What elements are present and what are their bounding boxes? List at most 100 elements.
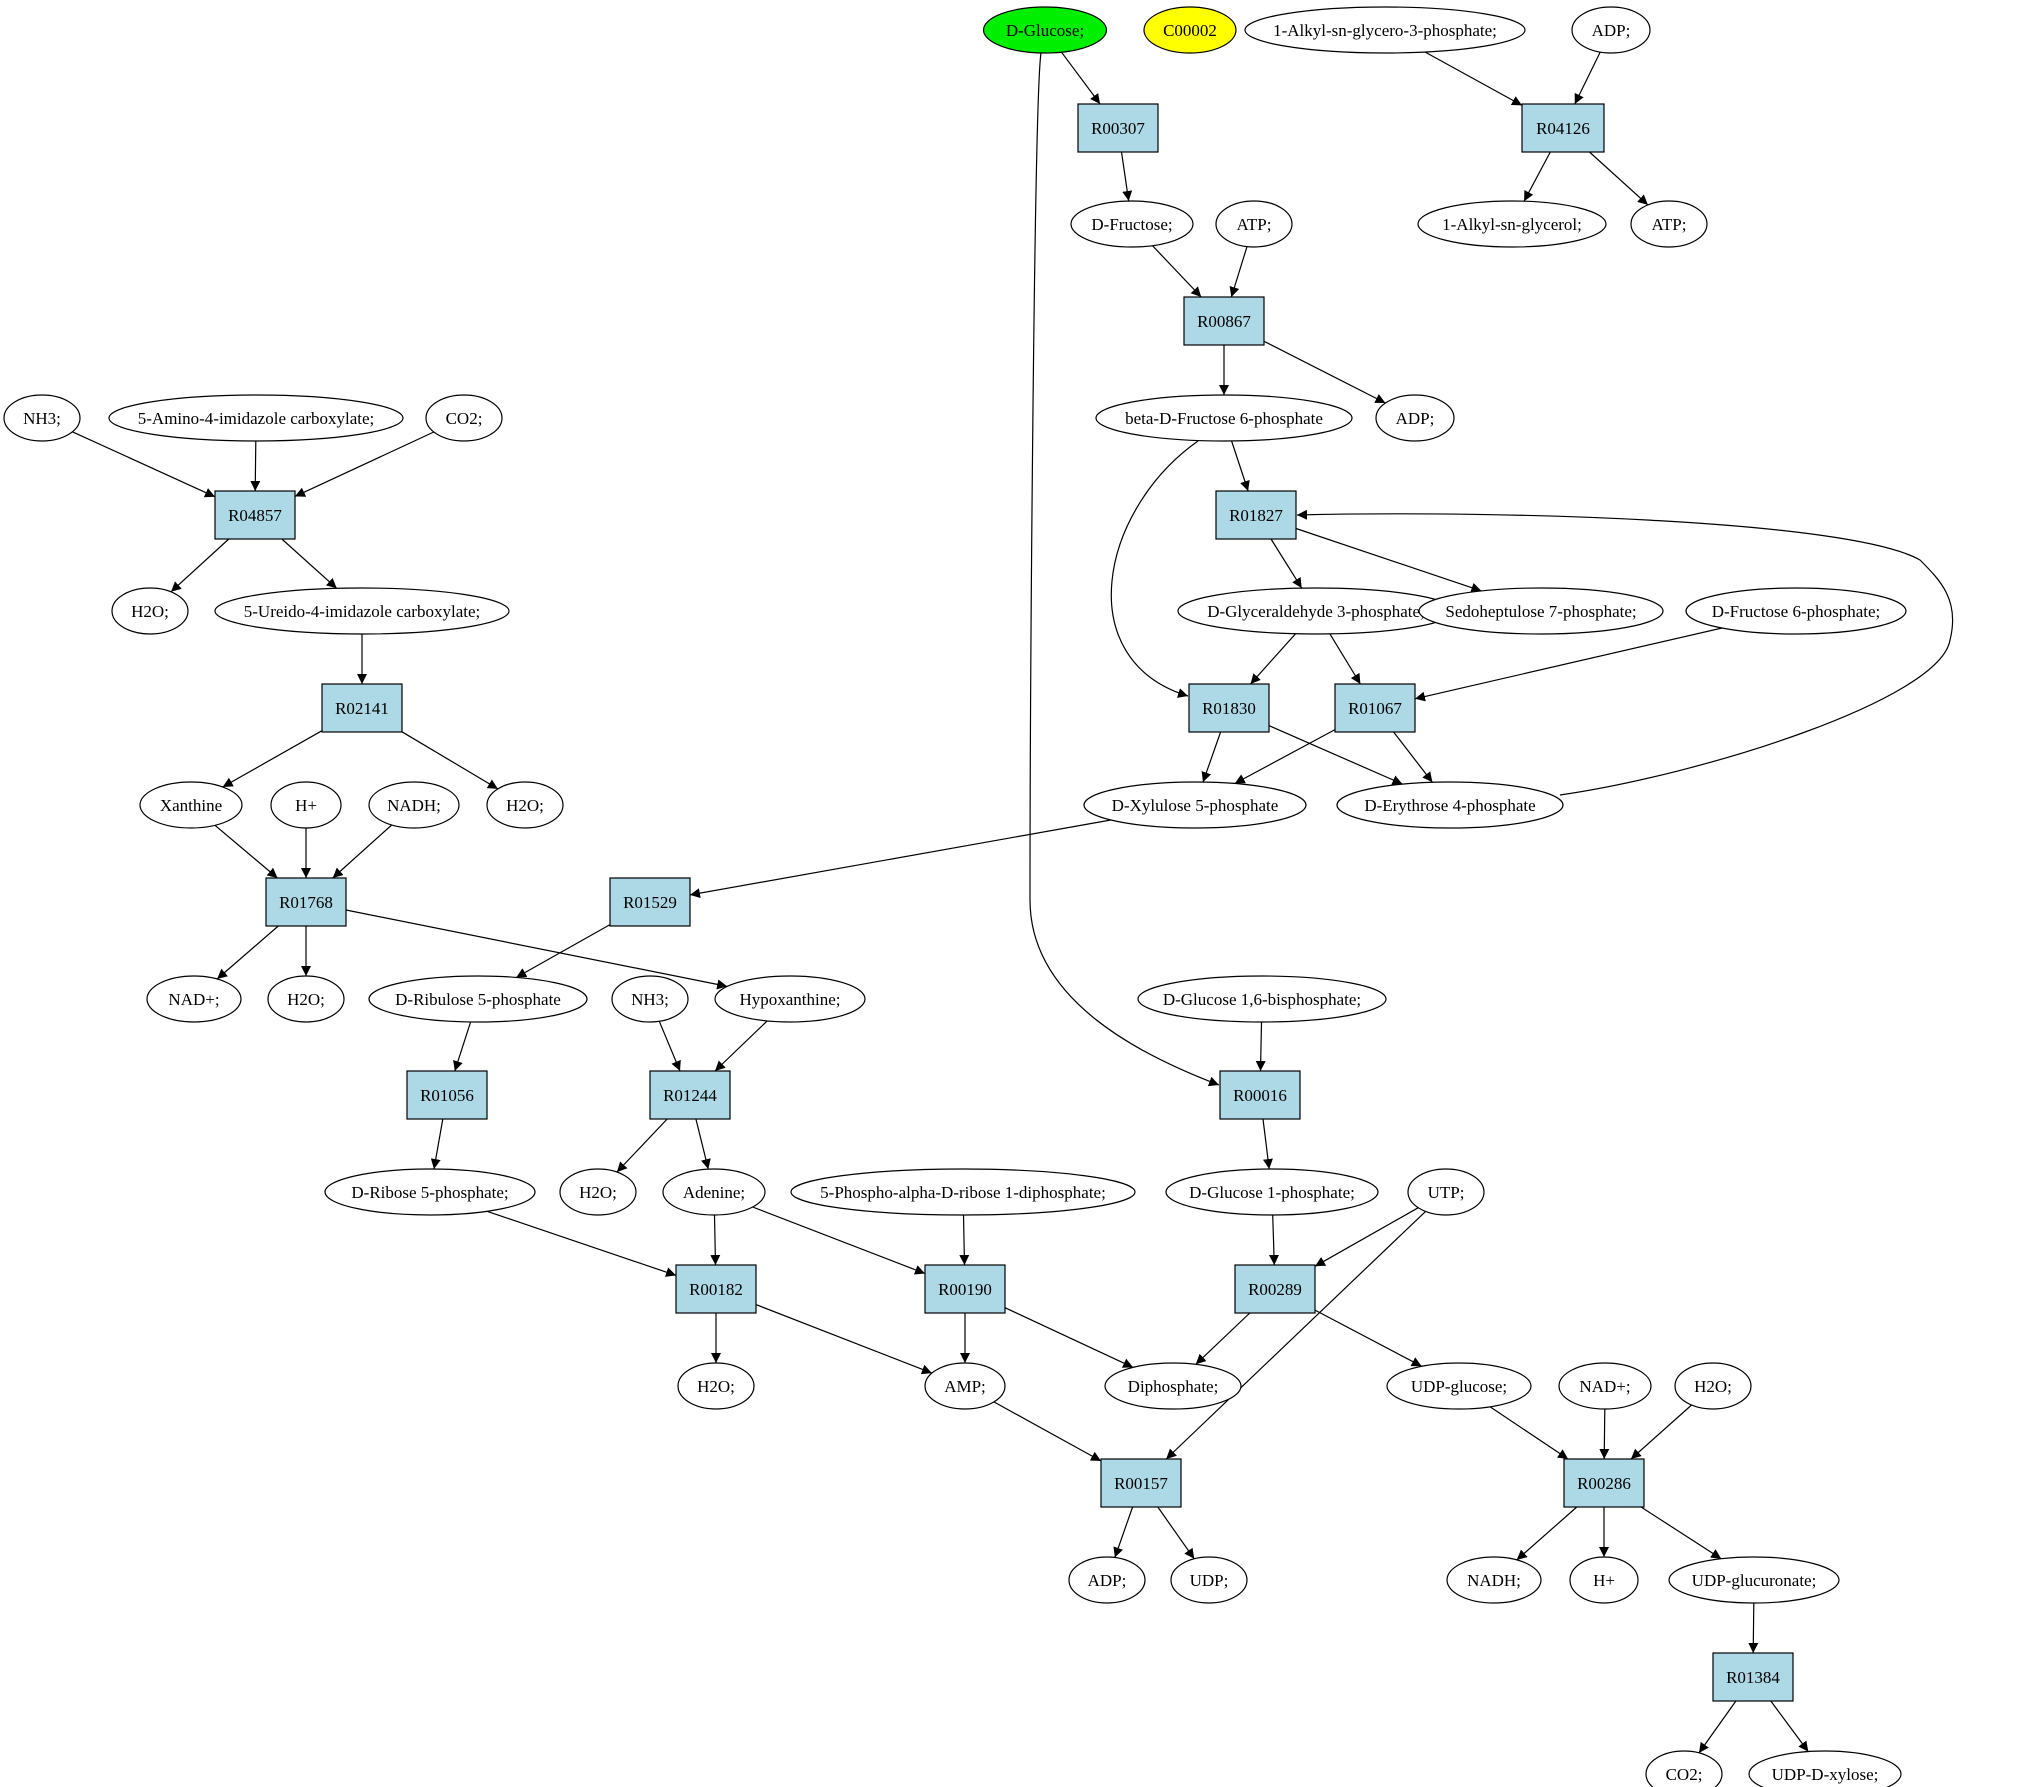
reaction-node-r01384: R01384: [1712, 1652, 1794, 1702]
node-label: H+: [1593, 1571, 1615, 1590]
reaction-node-r00190: R00190: [924, 1264, 1006, 1314]
edge-nadh_1-to-r01768: [332, 824, 393, 879]
edge-g16bp-to-r00016: [1255, 1021, 1266, 1072]
reaction-box: [1077, 103, 1159, 153]
node-label: NADH;: [387, 796, 441, 815]
compound-ellipse: [1685, 587, 1907, 635]
node-label: CO2;: [1666, 1765, 1703, 1784]
node-label: R00307: [1091, 119, 1145, 138]
compound-node-s7p: Sedoheptulose 7-phosphate;: [1418, 587, 1664, 635]
node-label: R04126: [1536, 119, 1590, 138]
edge-r01067-to-x5p: [1234, 729, 1336, 785]
compound-node-d-fructose: D-Fructose;: [1070, 200, 1194, 248]
compound-ellipse: [1571, 6, 1651, 54]
compound-ellipse: [324, 1168, 536, 1216]
edge-co2_1-to-r04857: [294, 431, 435, 497]
edge-d-glucose-to-r00307: [1061, 51, 1101, 105]
edge-r01384-to-udpxyl: [1770, 1700, 1809, 1752]
compound-node-adp_2: ADP;: [1375, 394, 1455, 442]
edge-g3p-to-r01830: [1250, 633, 1297, 685]
node-label: R01830: [1202, 699, 1256, 718]
node-label: D-Xylulose 5-phosphate: [1112, 796, 1279, 815]
node-label: C00002: [1163, 21, 1217, 40]
node-label: R01768: [279, 893, 333, 912]
compound-ellipse: [1070, 200, 1194, 248]
node-label: NH3;: [631, 990, 669, 1009]
compound-node-atp_1: ATP;: [1215, 200, 1293, 248]
node-label: R01056: [420, 1086, 474, 1105]
compound-node-g3p: D-Glyceraldehyde 3-phosphate;: [1177, 587, 1455, 635]
reaction-box: [609, 877, 691, 927]
node-label: AMP;: [944, 1377, 986, 1396]
compound-node-udpxyl: UDP-D-xylose;: [1748, 1750, 1902, 1787]
edge-r00157-to-udp: [1157, 1506, 1195, 1560]
edge-r01827-to-g3p: [1270, 538, 1303, 589]
compound-ellipse: [139, 781, 243, 829]
reaction-node-r00182: R00182: [675, 1264, 757, 1314]
node-label: ATP;: [1652, 215, 1687, 234]
compound-node-h2o_1: H2O;: [111, 587, 189, 635]
reaction-node-r02141: R02141: [321, 683, 403, 733]
edge-r04126-to-alkylglycerol: [1523, 151, 1551, 202]
reaction-node-r00289: R00289: [1234, 1264, 1316, 1314]
reaction-box: [214, 490, 296, 540]
compound-node-e4p: D-Erythrose 4-phosphate: [1336, 781, 1564, 829]
edge-r00157-to-adp_3: [1113, 1506, 1134, 1558]
edge-g3p-to-r01067: [1329, 633, 1361, 685]
edge-aic-to-r04857: [250, 440, 261, 492]
compound-ellipse: [146, 975, 242, 1023]
compound-node-nh3_2: NH3;: [611, 975, 689, 1023]
compound-ellipse: [662, 1168, 766, 1216]
reaction-box: [649, 1070, 731, 1120]
compound-ellipse: [368, 781, 460, 829]
compound-node-nadplus_1: NAD+;: [146, 975, 242, 1023]
compound-node-d-glucose: D-Glucose;: [982, 6, 1108, 54]
reaction-box: [1215, 490, 1297, 540]
node-label: UTP;: [1428, 1183, 1465, 1202]
edge-r00289-to-udpglucose: [1314, 1309, 1422, 1367]
compound-ellipse: [1336, 781, 1564, 829]
compound-node-xanthine: Xanthine: [139, 781, 243, 829]
node-label: D-Ribose 5-phosphate;: [351, 1183, 508, 1202]
reaction-node-r01830: R01830: [1188, 683, 1270, 733]
node-label: Xanthine: [160, 796, 222, 815]
edge-amp-to-r00157: [993, 1401, 1102, 1462]
compound-ellipse: [1068, 1556, 1146, 1604]
node-label: NADH;: [1467, 1571, 1521, 1590]
compound-ellipse: [1143, 6, 1237, 54]
compound-node-h2o_3: H2O;: [267, 975, 345, 1023]
compound-node-uic: 5-Ureido-4-imidazole carboxylate;: [214, 587, 510, 635]
node-label: H2O;: [1694, 1377, 1732, 1396]
edge-bf6p-to-r01827: [1231, 440, 1250, 492]
node-label: ADP;: [1592, 21, 1631, 40]
node-label: D-Glucose 1-phosphate;: [1189, 1183, 1355, 1202]
node-label: R00286: [1577, 1474, 1631, 1493]
compound-node-r5p: D-Ribose 5-phosphate;: [324, 1168, 536, 1216]
reaction-box: [1183, 296, 1265, 346]
compound-node-udpglca: UDP-glucuronate;: [1668, 1556, 1840, 1604]
edge-r01244-to-h2o_4: [616, 1118, 668, 1173]
node-label: R00190: [938, 1280, 992, 1299]
reaction-node-r00867: R00867: [1183, 296, 1265, 346]
compound-node-prpp: 5-Phospho-alpha-D-ribose 1-diphosphate;: [790, 1168, 1136, 1216]
reaction-node-r00016: R00016: [1219, 1070, 1301, 1120]
edge-r5p-to-r00182: [486, 1210, 677, 1277]
compound-node-nadplus_2: NAD+;: [1558, 1362, 1652, 1410]
edge-alkylg3p-to-r04126: [1424, 51, 1523, 106]
compound-ellipse: [1244, 6, 1526, 54]
compound-node-x5p: D-Xylulose 5-phosphate: [1083, 781, 1307, 829]
compound-ellipse: [1417, 200, 1607, 248]
node-label: ADP;: [1088, 1571, 1127, 1590]
node-label: R00289: [1248, 1280, 1302, 1299]
reaction-box: [1521, 103, 1605, 153]
reaction-box: [1334, 683, 1416, 733]
node-label: H2O;: [287, 990, 325, 1009]
edge-utp-to-r00289: [1314, 1207, 1419, 1267]
compound-ellipse: [1083, 781, 1307, 829]
node-label: R01244: [663, 1086, 717, 1105]
compound-node-adp_3: ADP;: [1068, 1556, 1146, 1604]
compound-node-amp: AMP;: [924, 1362, 1006, 1410]
compound-ellipse: [1569, 1556, 1639, 1604]
compound-node-hplus_1: H+: [270, 781, 342, 829]
